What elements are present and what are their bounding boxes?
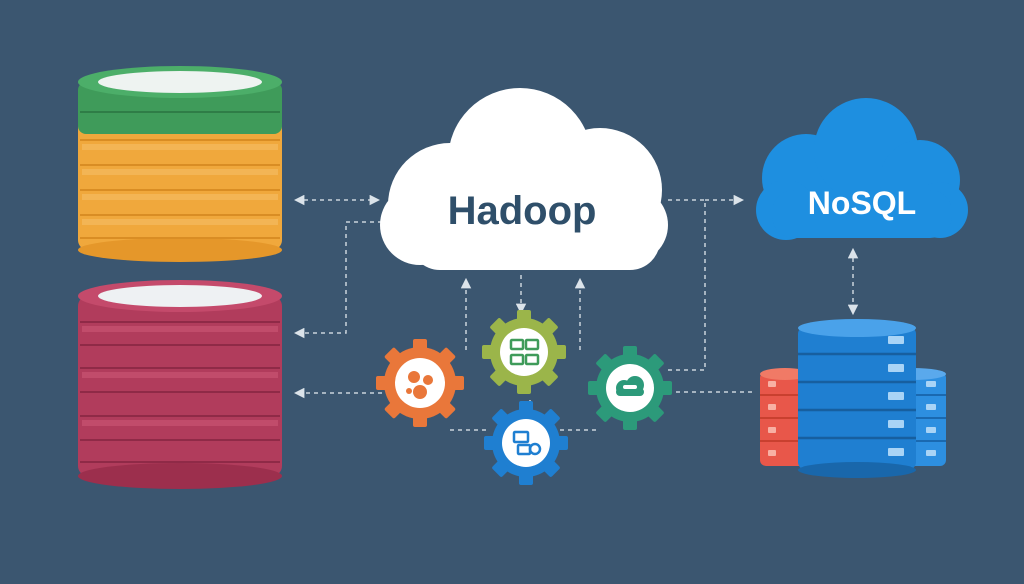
nosql-cloud: NoSQL [756,98,968,240]
connector-hadoop-red-db-top [293,221,382,339]
hadoop-label: Hadoop [448,189,597,233]
cloud-gear-icon [588,346,672,430]
database-stack-top [78,66,282,262]
server-stack [760,319,946,478]
analytics-gear-icon [376,339,464,427]
connectors [293,194,859,431]
processing-gear-icon [484,401,568,485]
nosql-label: NoSQL [808,185,916,221]
database-stack-bottom [78,280,282,489]
hadoop-cloud: Hadoop [380,88,668,270]
blue-server-main [798,319,916,478]
connector-hadoop-nosql [666,199,706,371]
workflow-gear-icon [482,310,566,394]
